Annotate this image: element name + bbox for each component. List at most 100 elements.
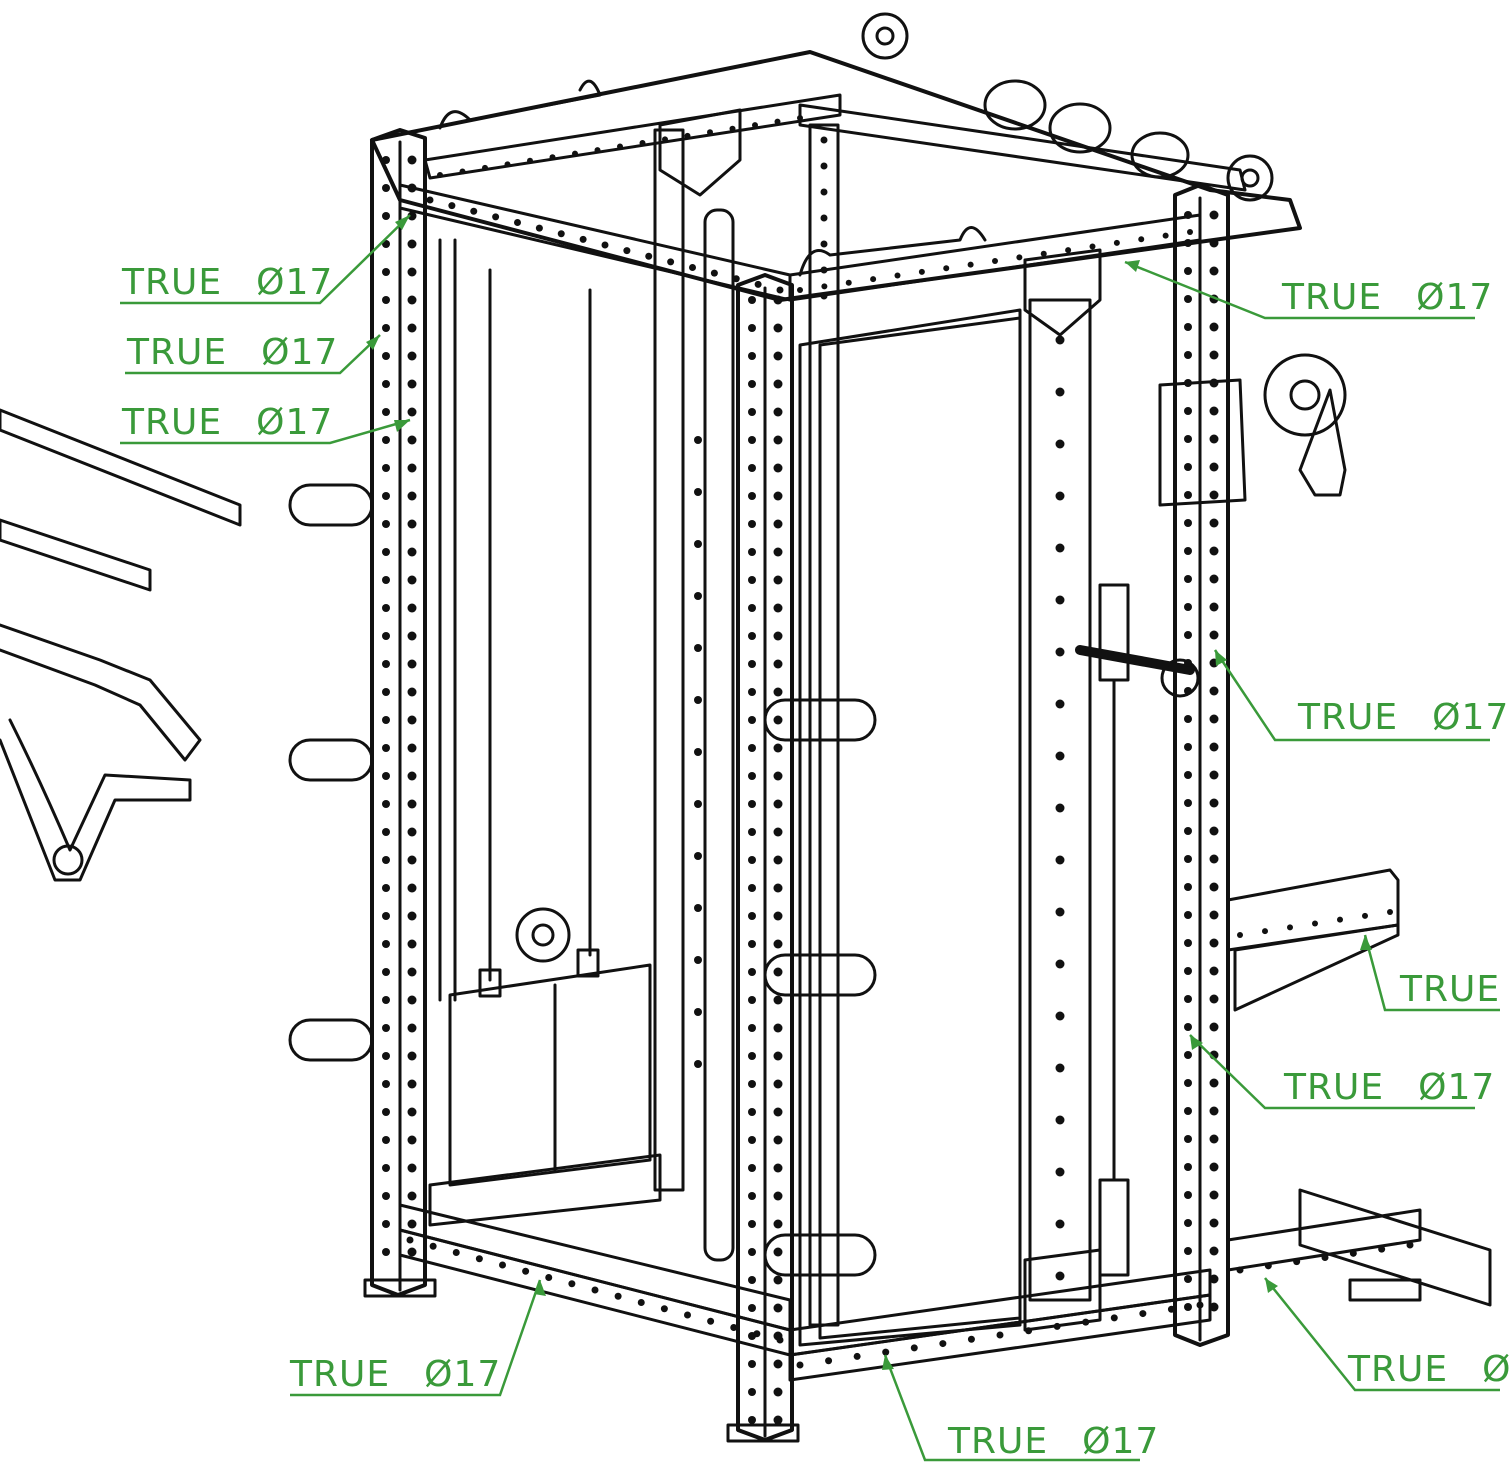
hole <box>407 771 417 781</box>
hole <box>1209 574 1219 584</box>
hole <box>748 940 756 948</box>
hole <box>1184 1163 1192 1171</box>
hole <box>1184 911 1192 919</box>
hole <box>773 519 783 529</box>
hole <box>1187 229 1193 235</box>
hole <box>382 828 390 836</box>
hole <box>1209 1106 1219 1116</box>
hole <box>773 1275 783 1285</box>
hole <box>407 715 417 725</box>
hole <box>407 939 417 949</box>
hole <box>1209 266 1219 276</box>
hole <box>1167 1305 1175 1313</box>
hole <box>1055 1219 1065 1229</box>
hole <box>773 1387 783 1397</box>
hole <box>407 323 417 333</box>
hole <box>407 295 417 305</box>
hole <box>773 1359 783 1369</box>
hole <box>748 996 756 1004</box>
hole <box>407 659 417 669</box>
hole <box>820 162 828 170</box>
callout-label: TRUE <box>1400 969 1501 1010</box>
hole <box>694 852 702 860</box>
hole <box>514 219 521 226</box>
hole <box>437 172 443 178</box>
hole <box>1209 826 1219 836</box>
left-rear-upright <box>653 128 685 1192</box>
hole <box>382 492 390 500</box>
hole <box>748 1080 756 1088</box>
hole <box>748 1024 756 1032</box>
hole <box>1184 547 1192 555</box>
hole <box>1287 924 1293 931</box>
hole <box>667 258 675 266</box>
hole <box>1184 1135 1192 1143</box>
hole <box>382 1024 390 1032</box>
hole <box>732 275 740 283</box>
hole <box>821 283 828 290</box>
hole <box>992 258 998 264</box>
hole <box>1209 854 1219 864</box>
hole <box>1055 803 1065 813</box>
hole <box>943 265 950 272</box>
vertical-bar <box>703 208 735 1262</box>
hole <box>1065 247 1072 254</box>
hole <box>1055 543 1065 553</box>
hole <box>407 435 417 445</box>
hole <box>773 1303 783 1313</box>
hole <box>407 491 417 501</box>
hole <box>382 632 390 640</box>
hole <box>694 904 702 912</box>
hole <box>382 576 390 584</box>
hole <box>1209 1134 1219 1144</box>
callout-leaders <box>120 214 1500 1462</box>
hole <box>407 799 417 809</box>
hole <box>382 912 390 920</box>
hole <box>1184 1303 1192 1311</box>
hole <box>382 212 390 220</box>
hole <box>773 939 783 949</box>
hole <box>382 408 390 416</box>
hole <box>748 324 756 332</box>
hole <box>382 296 390 304</box>
hole <box>748 604 756 612</box>
hole <box>407 575 417 585</box>
hole <box>1089 243 1096 250</box>
hole <box>1055 855 1065 865</box>
hole <box>1184 743 1192 751</box>
hole <box>407 743 417 753</box>
hole <box>748 856 756 864</box>
hole <box>407 407 417 417</box>
hole <box>773 967 783 977</box>
hole <box>660 1305 668 1313</box>
hole <box>748 632 756 640</box>
hole <box>773 631 783 641</box>
hole <box>1184 827 1192 835</box>
hole <box>407 351 417 361</box>
hole <box>694 696 702 704</box>
hole <box>426 196 434 204</box>
hole <box>382 1192 390 1200</box>
hole <box>1209 994 1219 1004</box>
hole <box>1184 1191 1192 1199</box>
hole <box>407 1135 417 1145</box>
hole <box>918 268 925 275</box>
hole <box>1139 1310 1147 1318</box>
hole <box>1055 439 1065 449</box>
hole <box>773 911 783 921</box>
hole <box>797 287 803 293</box>
hole <box>776 286 784 294</box>
callout-arrowheads <box>366 215 1372 1370</box>
hole <box>729 125 736 132</box>
hole <box>910 1344 918 1352</box>
hole <box>1055 595 1065 605</box>
hole <box>382 324 390 332</box>
hole <box>773 603 783 613</box>
hole <box>1264 1262 1272 1270</box>
hole <box>1055 1271 1065 1281</box>
hole <box>407 967 417 977</box>
